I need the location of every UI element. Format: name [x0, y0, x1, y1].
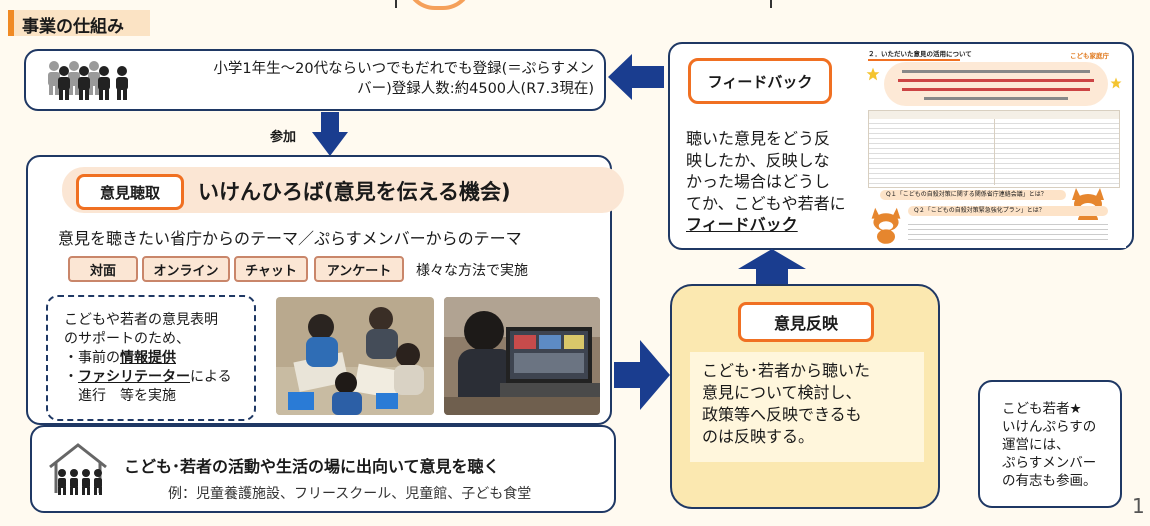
methods-note: 様々な方法で実施 — [416, 263, 528, 279]
reflection-box: 意見反映 こども･若者から聴いた 意見について検討し、 政策等へ反映できるも の… — [670, 284, 940, 509]
feedback-box: フィードバック 聴いた意見をどう反 映したか、反映しな かった場合はどうし てか… — [668, 42, 1134, 250]
note-text: こども若者★ いけんぷらすの 運営には、 ぷらすメンバー の有志も参画。 — [1002, 401, 1097, 489]
participation-label: 参加 — [270, 130, 297, 145]
outreach-box: こども･若者の活動や生活の場に出向いて意見を聴く 例：児童養護施設、フリースクー… — [30, 425, 616, 513]
doc-heading: ２．いただいた意見の活用について — [868, 50, 972, 61]
method-tag: アンケート — [314, 256, 404, 282]
decorative-line — [395, 0, 397, 8]
page-number: 1 — [1132, 494, 1145, 518]
method-tag: チャット — [234, 256, 308, 282]
star-icon — [866, 66, 880, 85]
doc-q2: Q２「こどもの自殺対策緊急強化プラン」とは？ — [908, 206, 1108, 216]
fox-mascot-icon — [868, 204, 904, 248]
theme-text: 意見を聴きたい省庁からのテーマ／ぷらすメンバーからのテーマ — [58, 229, 522, 248]
feedback-label: フィードバック — [688, 58, 832, 104]
info-provision-text: 情報提供 — [120, 350, 176, 366]
people-group-icon — [42, 59, 132, 101]
support-box: こどもや若者の意見表明 のサポートのため、 ・事前の情報提供 ・ファシリテーター… — [46, 295, 256, 421]
doc-q1: Q１「こどもの自殺対策に関する関係省庁連絡会議」とは？ — [880, 190, 1066, 200]
registration-box: 小学1年生～20代ならいつでもだれでも登録(＝ぷらすメン バー)登録人数:約45… — [24, 49, 606, 111]
doc-summary-bubble — [884, 62, 1108, 106]
outreach-text: こども･若者の活動や生活の場に出向いて意見を聴く — [124, 457, 500, 476]
outreach-example: 例：児童養護施設、フリースクール、児童館、子ども食堂 — [168, 486, 532, 502]
arrow-up-icon — [738, 249, 806, 291]
house-people-icon — [48, 441, 112, 503]
photo-online-session — [444, 297, 600, 415]
arrow-right-icon — [614, 340, 670, 414]
decorative-arc — [405, 0, 473, 10]
doc-brand: こども家庭庁 — [1070, 52, 1109, 60]
facilitator-text: ファシリテーター — [78, 369, 190, 385]
note-box: こども若者★ いけんぷらすの 運営には、 ぷらすメンバー の有志も参画。 — [978, 380, 1122, 508]
decorative-line — [770, 0, 772, 8]
photo-children-workshop — [276, 297, 434, 415]
star-icon — [1110, 74, 1122, 93]
reflection-text: こども･若者から聴いた 意見について検討し、 政策等へ反映できるも のは反映する… — [690, 352, 924, 462]
reflection-label: 意見反映 — [738, 302, 874, 342]
title-background — [8, 10, 150, 36]
feedback-document-thumbnail: ２．いただいた意見の活用について こども家庭庁 Q１「こどもの自殺対策に関する関… — [860, 46, 1126, 248]
method-tag: 対面 — [68, 256, 138, 282]
title-accent-bar — [8, 10, 14, 36]
feedback-text: 聴いた意見をどう反 映したか、反映しな かった場合はどうし てか、こどもや若者に… — [686, 129, 846, 234]
hearing-box: 意見聴取 いけんひろば(意見を伝える機会) 意見を聴きたい省庁からのテーマ／ぷら… — [26, 155, 624, 425]
arrow-left-icon — [608, 54, 664, 104]
hearing-heading: いけんひろば(意見を伝える機会) — [198, 180, 511, 204]
page-title: 事業の仕組み — [22, 17, 124, 37]
hearing-label: 意見聴取 — [76, 174, 184, 210]
doc-table — [868, 110, 1120, 188]
registration-text: 小学1年生～20代ならいつでもだれでも登録(＝ぷらすメン バー)登録人数:約45… — [213, 61, 594, 97]
method-tag: オンライン — [142, 256, 230, 282]
arrow-down-icon — [312, 112, 348, 160]
doc-body-lines — [908, 220, 1108, 244]
